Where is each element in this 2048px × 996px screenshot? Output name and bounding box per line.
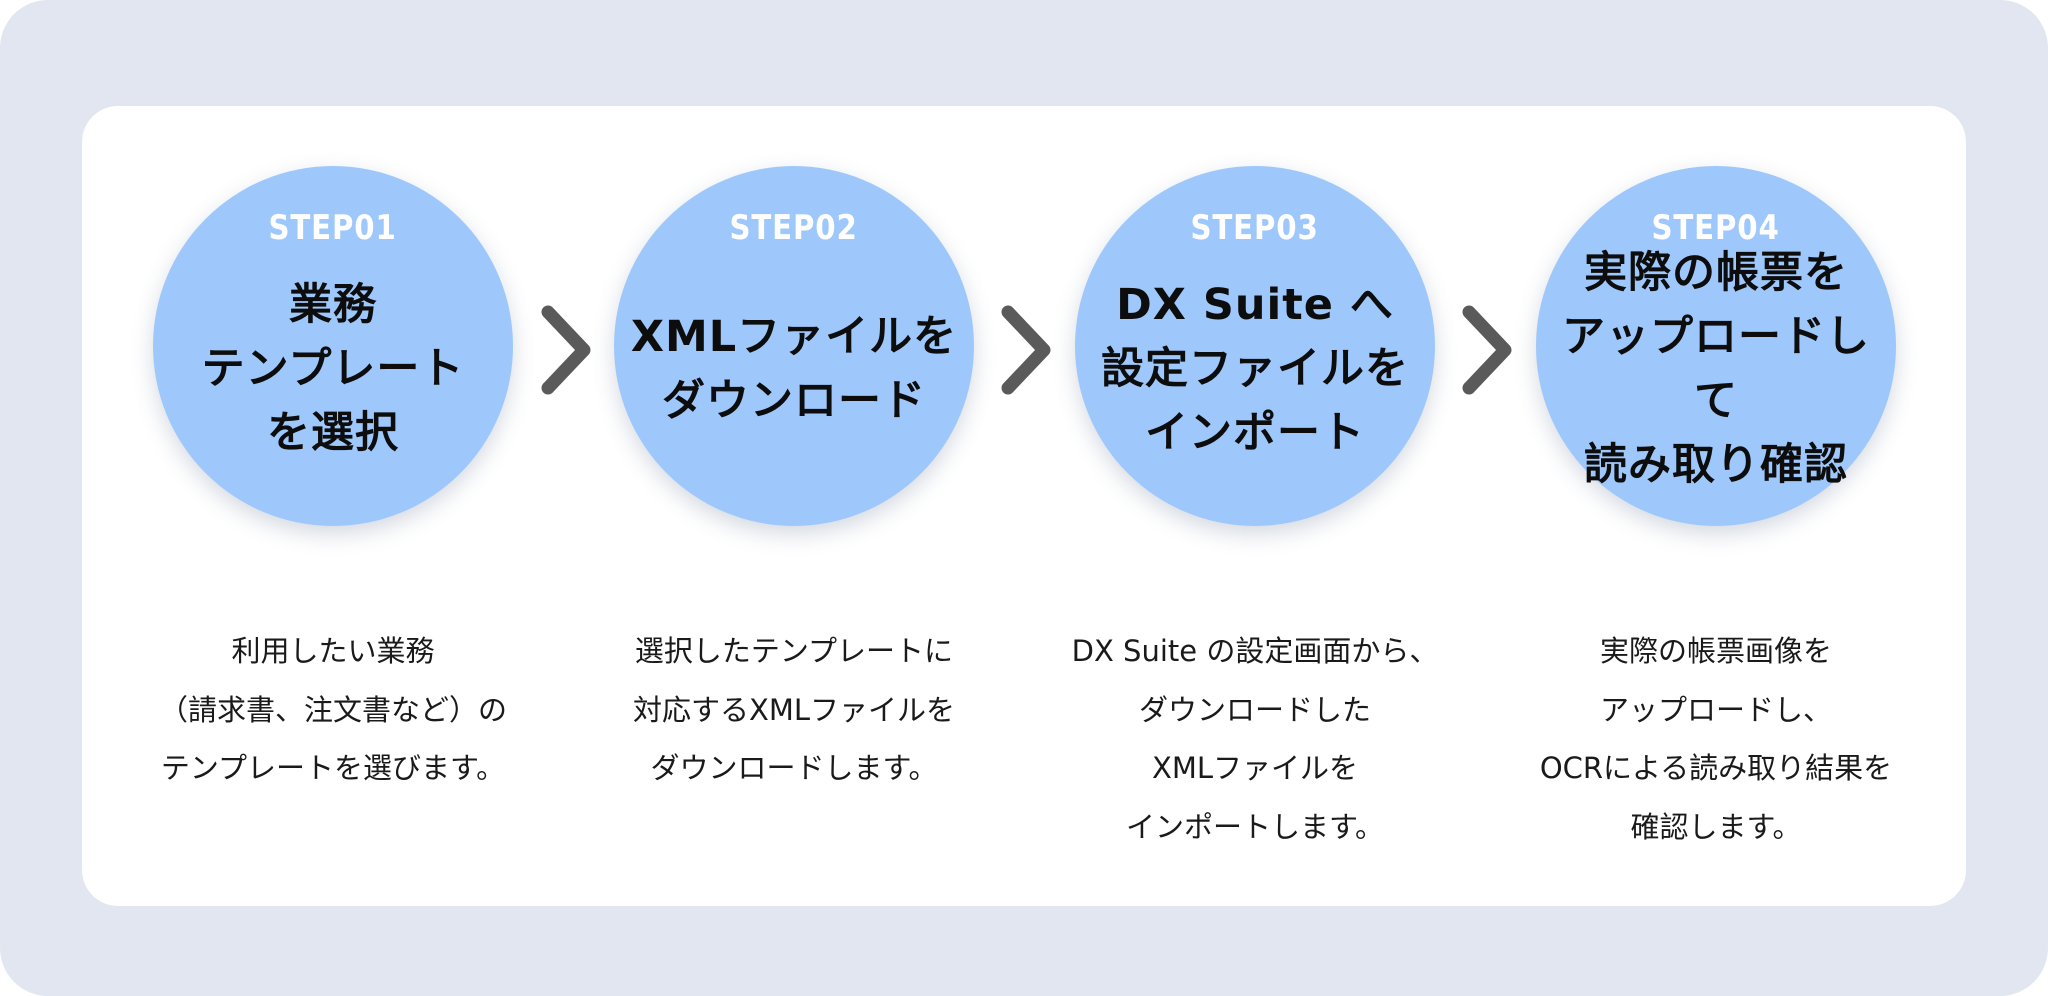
chevron-right-icon [1001, 305, 1051, 395]
step-01-title: 業務 テンプレート を選択 [168, 212, 498, 526]
step-04-circle: STEP04 実際の帳票を アップロードして 読み取り確認 [1536, 166, 1896, 526]
step-02-title-text: XMLファイルを ダウンロード [630, 312, 958, 426]
chevron-right-icon [1462, 305, 1512, 395]
step-02-description: 選択したテンプレートに 対応するXMLファイルを ダウンロードします。 [632, 634, 956, 785]
step-03-title: DX Suite へ 設定ファイルを インポート [1090, 212, 1420, 526]
step-02-label: STEP02 [729, 208, 859, 248]
step-04-label: STEP04 [1651, 208, 1781, 248]
step-03-label: STEP03 [1190, 208, 1320, 248]
step-01-circle: STEP01 業務 テンプレート を選択 [153, 166, 513, 526]
chevron-right-icon [541, 305, 591, 395]
step-02-circle: STEP02 XMLファイルを ダウンロード [614, 166, 974, 526]
step-04-title-text: 実際の帳票を アップロードして 読み取り確認 [1562, 248, 1870, 490]
step-04-description: 実際の帳票画像を アップロードし、 OCRによる読み取り結果を 確認します。 [1539, 634, 1893, 844]
step-01-description: 利用したい業務 （請求書、注文書など）の テンプレートを選びます。 [158, 634, 507, 785]
step-03-description: DX Suite の設定画面から、 ダウンロードした XMLファイルを インポー… [1071, 634, 1439, 844]
step-02-title: XMLファイルを ダウンロード [629, 212, 959, 526]
step-03-title-text: DX Suite へ 設定ファイルを インポート [1101, 280, 1409, 458]
step-04-title: 実際の帳票を アップロードして 読み取り確認 [1551, 212, 1881, 526]
step-01-label: STEP01 [268, 208, 398, 248]
step-01-title-text: 業務 テンプレート を選択 [201, 280, 465, 458]
step-03-circle: STEP03 DX Suite へ 設定ファイルを インポート [1075, 166, 1435, 526]
